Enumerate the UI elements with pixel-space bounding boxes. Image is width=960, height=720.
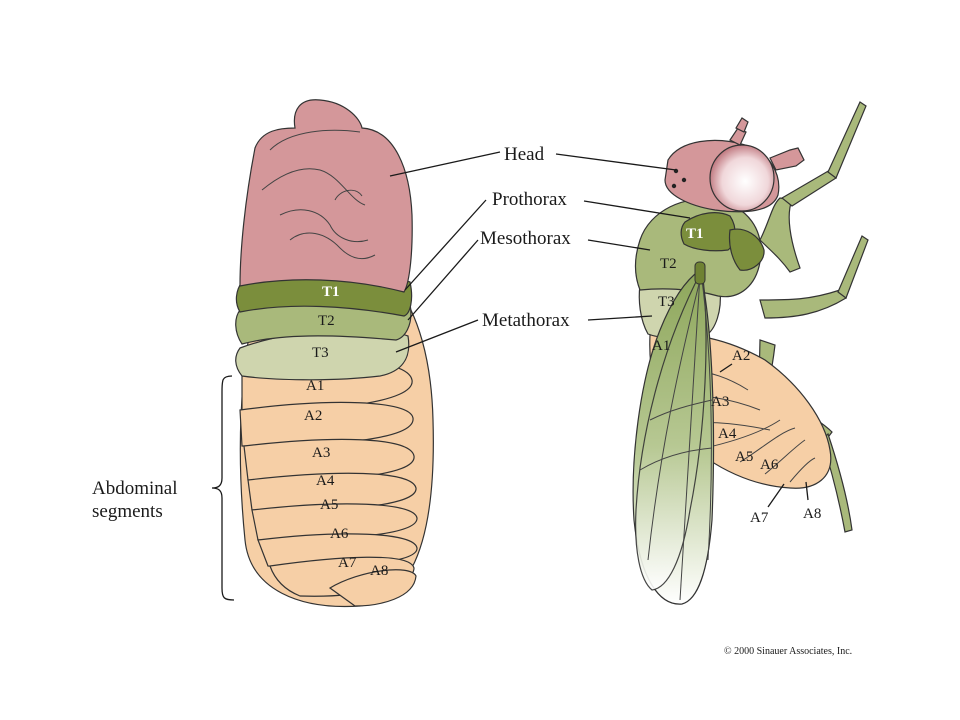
embryo-label-a1: A1 [306,378,324,394]
adult-label-t1: T1 [686,226,704,242]
adult-label-a7: A7 [750,510,769,526]
embryo-abdominal-bands [239,359,418,607]
adult-label-a4: A4 [718,426,737,442]
adult-label-a3: A3 [711,394,729,410]
adult-label-a2: A2 [732,348,750,364]
label-metathorax: Metathorax [482,310,570,331]
embryo-head-folds [261,129,376,259]
label-mesothorax: Mesothorax [480,228,571,249]
leader-lines [389,151,691,353]
embryo-figure: T1 T2 T3 A1 A2 A3 A4 A5 A6 A7 A8 [235,99,434,608]
adult-segment-labels: T1 T2 T3 A1 A2 A3 A4 A5 A6 A7 A8 [652,226,821,526]
adult-label-t3: T3 [658,294,675,310]
label-abdominal-line2: segments [92,501,163,522]
embryo-label-a3: A3 [312,445,330,461]
abdominal-bracket [211,375,235,601]
embryo-label-a2: A2 [304,408,322,424]
embryo-label-a7: A7 [338,555,357,571]
embryo-head [239,99,413,293]
label-head: Head [504,144,545,165]
label-abdominal-line1: Abdominal [92,478,178,499]
embryo-label-t3: T3 [312,345,329,361]
adult-label-a1: A1 [652,338,670,354]
fly-wing [632,261,715,605]
embryo-label-a6: A6 [330,526,349,542]
label-prothorax: Prothorax [492,189,567,210]
copyright-notice: © 2000 Sinauer Associates, Inc. [724,646,852,657]
embryo-label-a4: A4 [316,473,335,489]
adult-label-a5: A5 [735,449,753,465]
embryo-label-a8: A8 [370,563,388,579]
embryo-label-t1: T1 [322,284,340,300]
embryo-segment-labels: T1 T2 T3 A1 A2 A3 A4 A5 A6 A7 A8 [304,284,388,579]
adult-label-t2: T2 [660,256,677,272]
adult-label-a6: A6 [760,457,779,473]
fly-t1 [680,212,736,252]
embryo-label-a5: A5 [320,497,338,513]
embryo-label-t2: T2 [318,313,335,329]
adult-fly-figure: T1 T2 T3 A1 A2 A3 A4 A5 A6 A7 A8 [632,101,869,605]
adult-label-a8: A8 [803,506,821,522]
fly-head [664,117,805,213]
